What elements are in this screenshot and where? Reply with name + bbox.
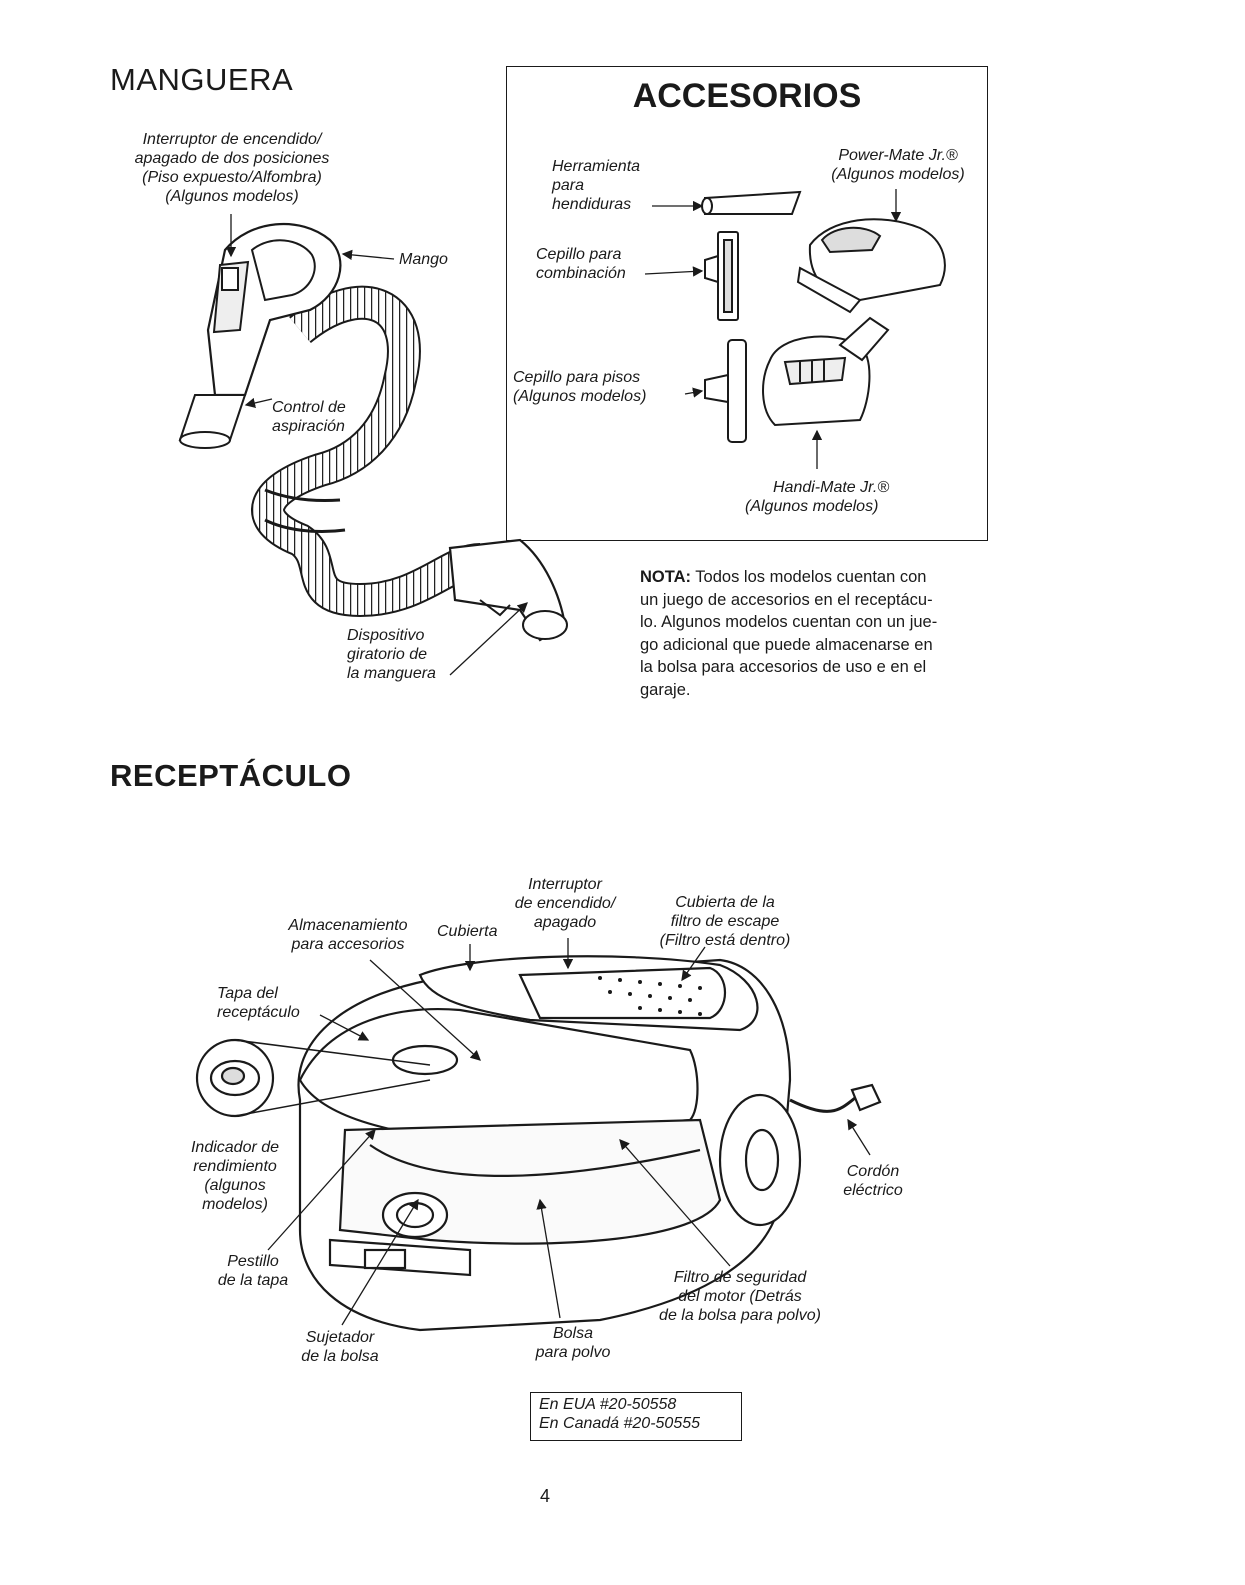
plug-icon [850, 1083, 882, 1112]
accessories-title: ACCESORIOS [632, 77, 862, 115]
combination-brush-label: Cepillo para combinación [536, 246, 626, 282]
switch-icon [221, 267, 239, 291]
hose-drawing [178, 222, 568, 642]
hose-leaders [225, 214, 528, 676]
bag-part-numbers-box: En EUA #20-50558 En Canadá #20-50555 [530, 1392, 742, 1441]
bag-holder-label: Sujetador de la bolsa [301, 1329, 379, 1365]
lid-latch-label: Pestillo de la tapa [217, 1253, 289, 1289]
floor-brush-label: Cepillo para pisos (Algunos modelos) [513, 369, 647, 405]
exhaust-vents [598, 976, 702, 1016]
canister-lid [298, 1008, 699, 1142]
dust-bag-label: Bolsa para polvo [535, 1325, 611, 1361]
accessories-box: ACCESORIOS [506, 66, 988, 541]
note-paragraph: NOTA: Todos los modelos cuentan con un j… [640, 568, 938, 699]
power-cord-label: Cordón eléctrico [843, 1163, 903, 1199]
accessory-storage-label: Almacenamiento para accesorios [288, 917, 408, 953]
handle-label: Mango [399, 251, 448, 268]
crevice-tool-label: Herramienta para hendiduras [552, 158, 641, 213]
exhaust-cover-label: Cubierta de la filtro de escape (Filtro … [659, 894, 791, 949]
canister-section-title: RECEPTÁCULO [110, 758, 352, 793]
power-mate-label: Power-Mate Jr.® (Algunos modelos) [831, 147, 965, 183]
switch-label: Interruptor de encendido/ apagado de dos… [134, 131, 330, 205]
accessories-drawing [701, 190, 946, 443]
canister-leaders [267, 938, 871, 1326]
hose-tube-ribs [253, 287, 482, 616]
performance-indicator-label: Indicador de rendimiento (algunos modelo… [190, 1139, 280, 1213]
canister-drawing [195, 955, 882, 1332]
lid-label: Tapa del receptáculo [217, 985, 300, 1021]
power-switch-label: Interruptor de encendido/ apagado [514, 876, 616, 931]
accessories-leaders [644, 189, 902, 469]
motor-filter-label: Filtro de seguridad del motor (Detrás de… [659, 1269, 821, 1324]
hose-section-title: MANGUERA [110, 62, 294, 97]
page-number: 4 [540, 1486, 551, 1506]
cover-label: Cubierta [437, 923, 498, 940]
suction-control-label: Control de aspiración [272, 399, 346, 435]
hose-swivel-label: Dispositivo giratorio de la manguera [347, 627, 436, 682]
handi-mate-label: Handi-Mate Jr.® (Algunos modelos) [745, 479, 890, 515]
